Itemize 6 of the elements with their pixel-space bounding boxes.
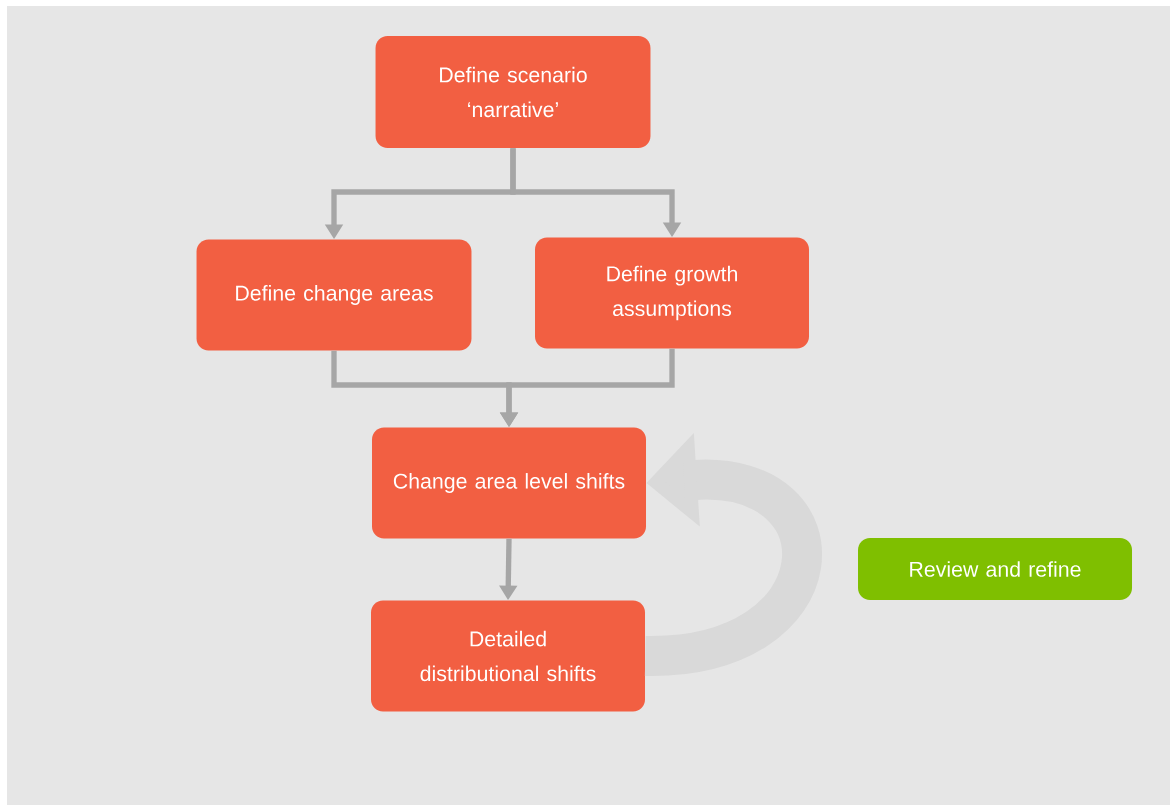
process-box: Change area level shifts: [372, 427, 646, 539]
action-box: Review and refine: [858, 538, 1132, 600]
process-box: Define growth assumptions: [535, 237, 809, 349]
process-box: Define scenario ‘narrative’: [375, 36, 651, 148]
process-box: Define change areas: [196, 239, 472, 351]
process-box: Detailed distributional shifts: [371, 600, 645, 712]
